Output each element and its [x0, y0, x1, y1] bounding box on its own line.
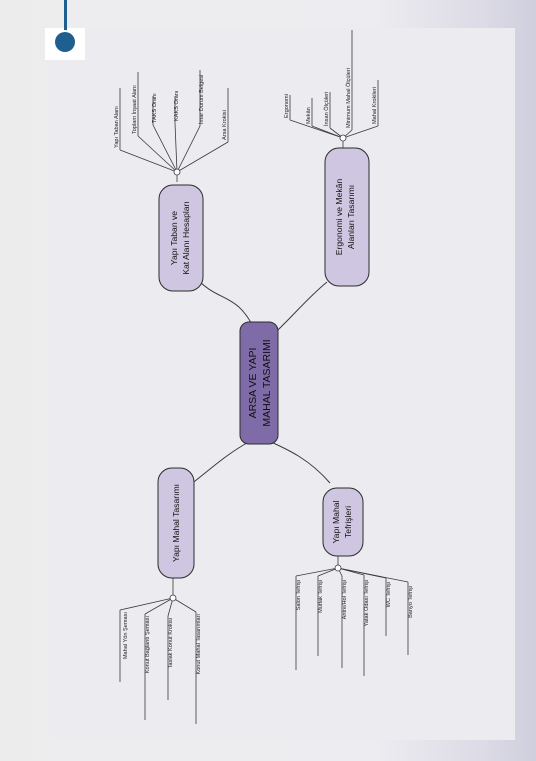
- leaf-mahal-krokileri: Mahal Krokileri: [372, 87, 378, 124]
- bookmark-marker-dot: [55, 32, 75, 52]
- node-mahal-tasarimi-line1: Yapı Mahal Tasarımı: [171, 484, 181, 562]
- bookmark-marker-line: [64, 0, 67, 38]
- connector-yapi-taban: [192, 274, 256, 331]
- leaf-taks-orani: TAKS Oranı: [152, 93, 158, 123]
- node-yapi-taban-line1: Yapı Taban ve: [169, 211, 179, 265]
- node-ergonomi-line2: Alanları Tasarımı: [346, 185, 356, 249]
- branch-mahal-tasarimi: Yapı Mahal Tasarımı Mahal Yön Şeması Kon…: [119, 467, 202, 724]
- leaf-mekan: Mekân: [306, 107, 312, 124]
- leaf-salon-tefrisi: Salon Tefrişi: [296, 580, 302, 610]
- leaf-konut-baglanti-semasi: Konut Bağlantı Şeması: [145, 616, 151, 674]
- leaf-yapi-taban-alani: Yapı Taban Alanı: [114, 106, 120, 148]
- leaf-insan-olculeri: İnsan Ölçüleri: [323, 92, 330, 126]
- leaf-minimum-mahal-olculeri: Minimum Mahal Ölçüleri: [345, 68, 352, 128]
- center-node: ARSA VE YAPI MAHAL TASARIMI: [239, 321, 279, 445]
- leaf-arsa-krokisi: Arsa Krokisi: [222, 110, 228, 140]
- connector-mahal-tefrisleri: [261, 437, 331, 484]
- leaf-yatak-odasi-tefrisi: Yatak Odası Tefrişi: [364, 580, 370, 626]
- center-line1: ARSA VE YAPI: [247, 348, 259, 419]
- leaf-taslak-konut-krokisi: Taslak Konut Krokisi: [168, 618, 174, 668]
- leaf-toplam-insaat-alani: Toplam İnşaat Alanı: [131, 85, 138, 134]
- center-line2: MAHAL TASARIMI: [261, 339, 273, 426]
- leaf-imar-durum-belgesi: İmar Durum Belgesi: [198, 75, 205, 124]
- branch-yapi-taban: Yapı Taban ve Kat Alanı Hesapları Yapı T…: [114, 70, 229, 292]
- leaf-ergonomi: Ergonomi: [284, 94, 290, 118]
- node-ergonomi-line1: Ergonomi ve Mekân: [334, 179, 344, 256]
- node-mahal-tasarimi-box: [157, 467, 195, 579]
- node-mahal-tefrisleri-box: [322, 487, 364, 557]
- leaf-wc-tefrisi: WC Tefrişi: [386, 582, 392, 607]
- branch-ergonomi: Ergonomi ve Mekân Alanları Tasarımı Ergo…: [284, 30, 379, 287]
- leaf-kaks-orani: KAKS Oranı: [174, 90, 180, 121]
- leaf-mahal-yon-semasi: Mahal Yön Şeması: [123, 612, 129, 660]
- node-yapi-taban-line2: Kat Alanı Hesapları: [181, 201, 191, 275]
- leaf-mutfak-tefrisi: Mutfak Tefrişi: [318, 580, 324, 613]
- leaf-antre-hol-tefrisi: Antre/Hol Tefrişi: [342, 580, 348, 619]
- node-ergonomi-box: [324, 147, 370, 287]
- node-yapi-taban-box: [158, 184, 204, 292]
- leaf-konut-mahal-tasarimlari: Konut Mahal Tasarımları: [196, 614, 202, 675]
- center-node-box: [239, 321, 279, 445]
- node-mahal-tefrisleri-line2: Tefrişleri: [343, 506, 353, 538]
- node-mahal-tefrisleri-line1: Yapı Mahal: [331, 500, 341, 543]
- branch-mahal-tefrisleri: Yapı Mahal Tefrişleri Salon Tefrişi Mutf…: [295, 487, 414, 676]
- content-panel: [45, 28, 515, 740]
- connector-mahal-tasarimi: [189, 439, 253, 486]
- leaf-banyo-tefrisi: Banyo Tefrişi: [408, 586, 414, 618]
